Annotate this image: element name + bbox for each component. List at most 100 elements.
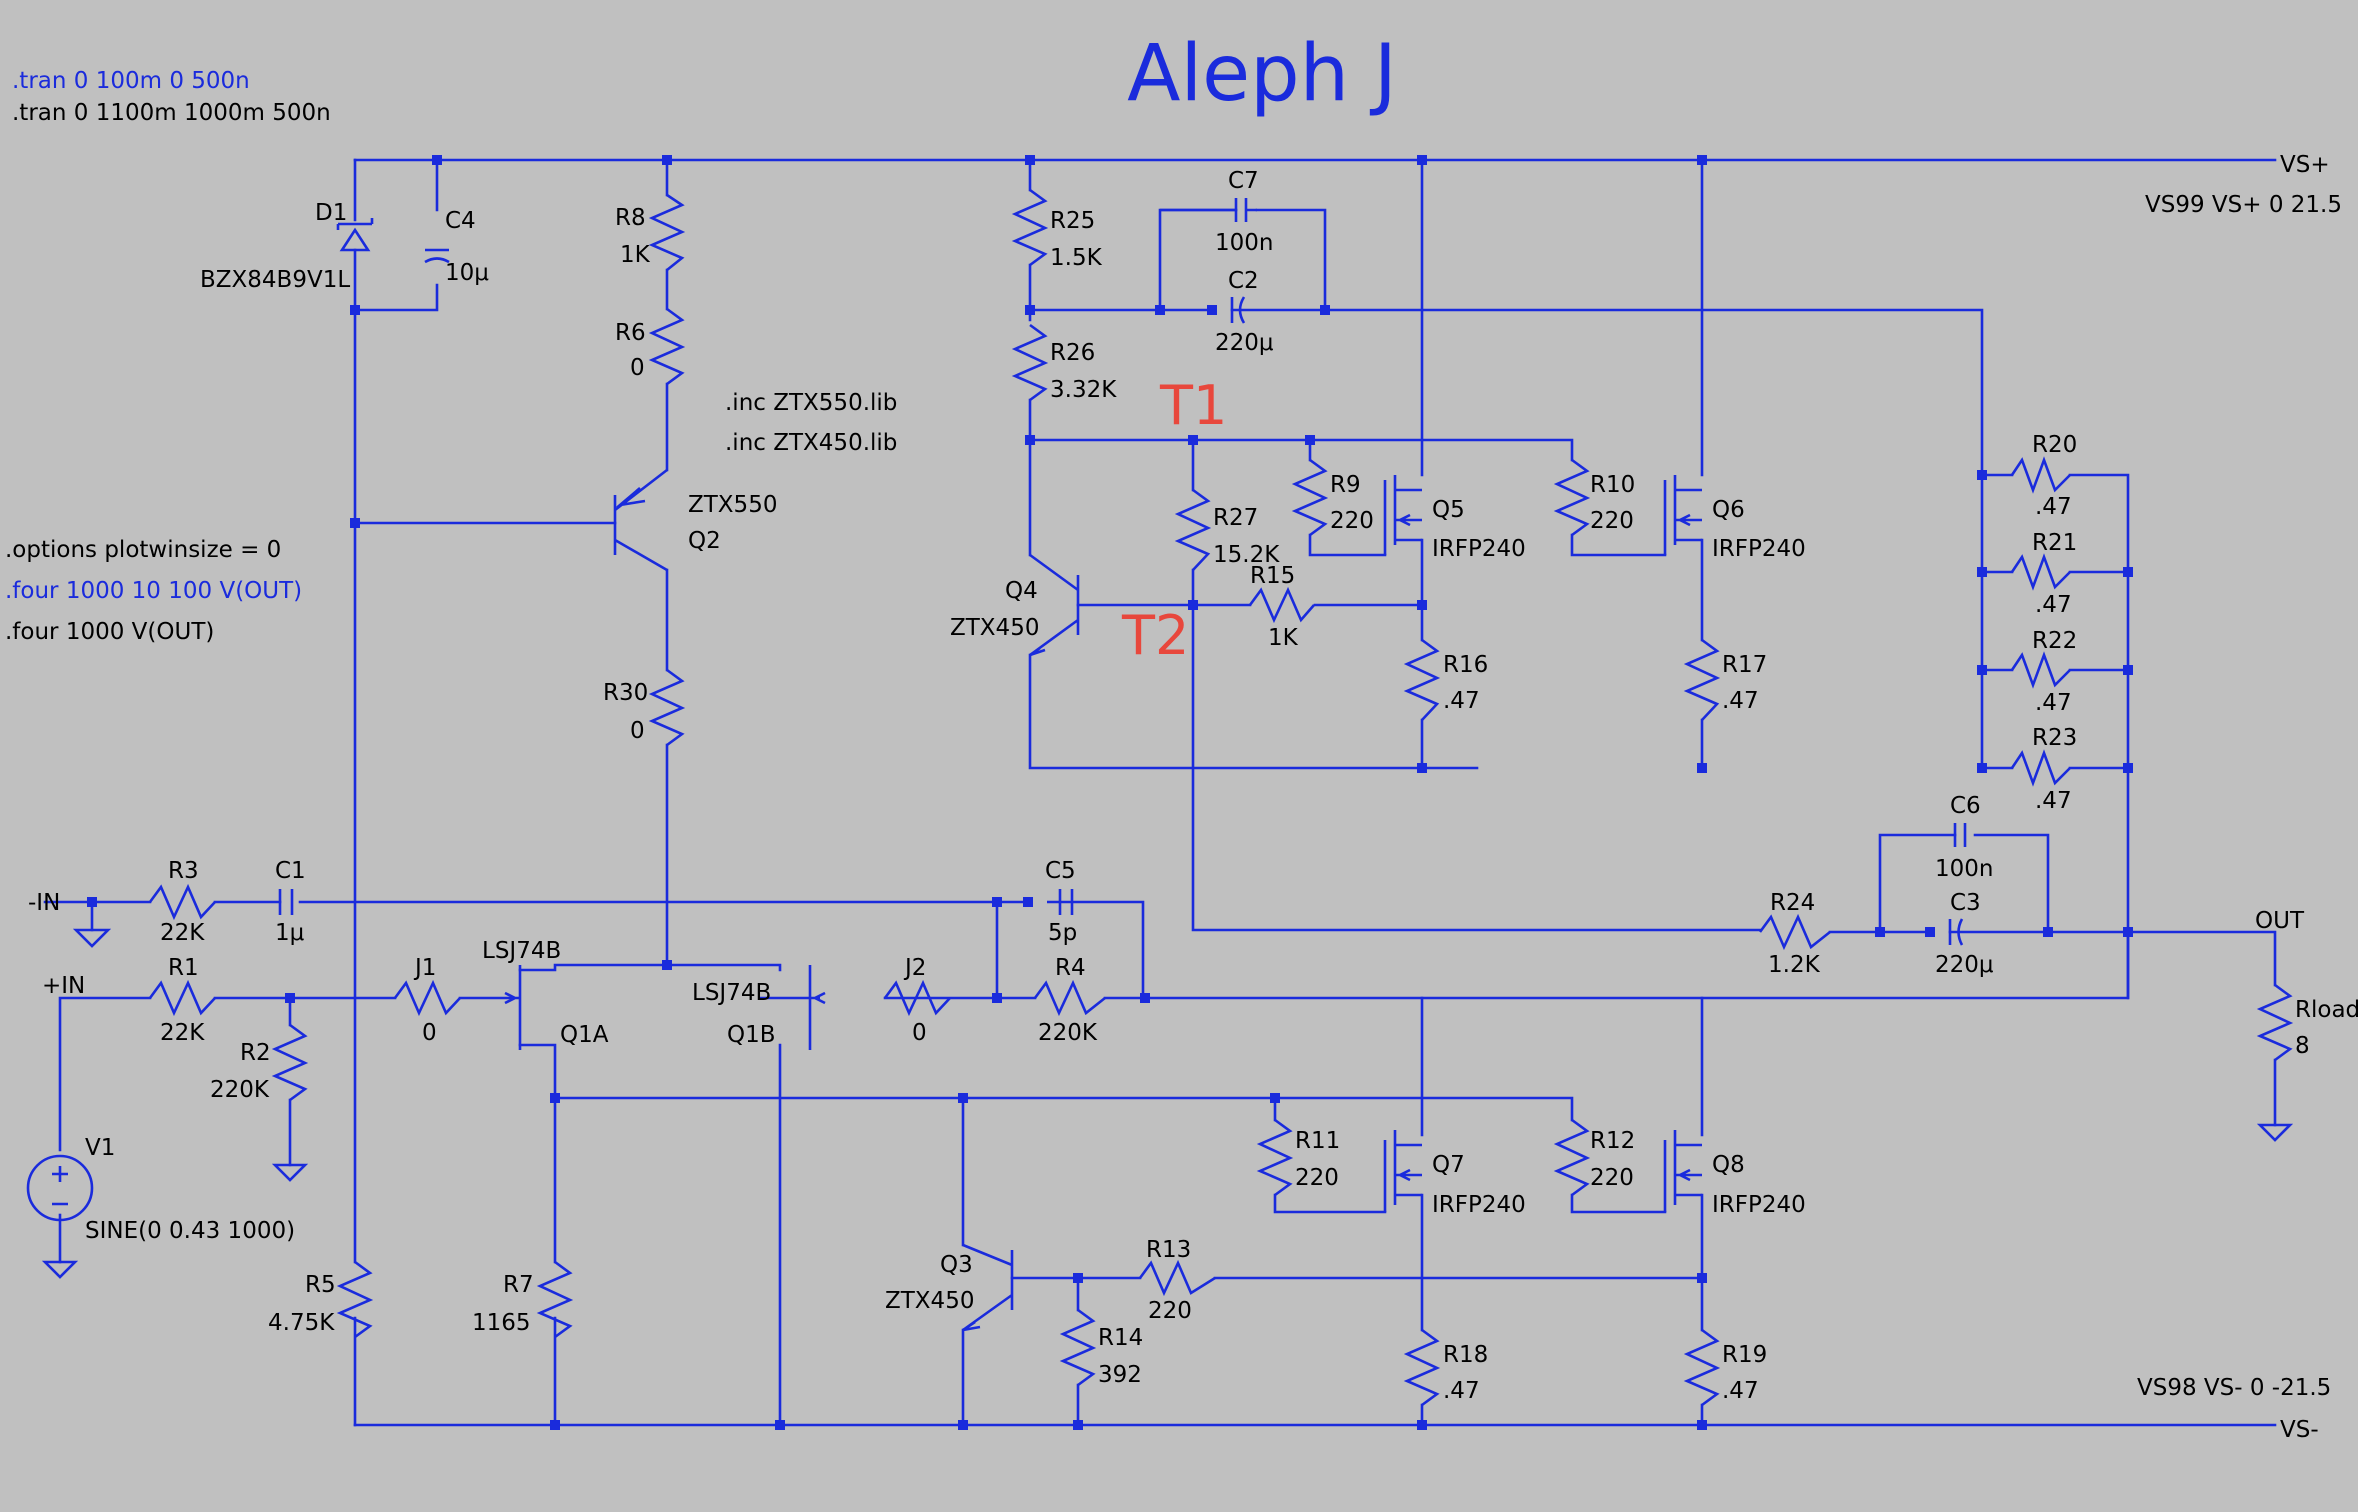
label-r12-ref: R12	[1590, 1128, 1635, 1154]
label-r14-value: 392	[1098, 1362, 1142, 1388]
capacitor-c1	[278, 889, 294, 915]
junction-dot	[662, 960, 672, 970]
label-c4-ref: C4	[445, 208, 476, 234]
label-c7-value: 100n	[1215, 230, 1273, 256]
resistor-rload	[2256, 983, 2294, 1062]
label-q7-ref: Q7	[1432, 1152, 1465, 1178]
junction-dot	[1977, 567, 1987, 577]
junction-dot	[958, 1420, 968, 1430]
label-r3-ref: R3	[168, 858, 199, 884]
label-c6-ref: C6	[1950, 793, 1981, 819]
label-r6-ref: R6	[615, 320, 646, 346]
label-r15-ref: R15	[1250, 563, 1295, 589]
junction-dot	[958, 1093, 968, 1103]
label-c4-value: 10μ	[445, 260, 489, 286]
wires	[43, 158, 2277, 1427]
junction-dot	[550, 1093, 560, 1103]
directive-inc-1: .inc ZTX550.lib	[725, 390, 897, 416]
resistor-r25	[1011, 188, 1049, 267]
resistor-r20	[2010, 456, 2071, 494]
resistor-r21	[2010, 553, 2071, 591]
page-title: Aleph J	[1127, 29, 1397, 119]
junction-dot	[775, 1420, 785, 1430]
label-r25-value: 1.5K	[1050, 245, 1103, 271]
directive-tran-1: .tran 0 100m 0 500n	[12, 68, 250, 94]
transistor-symbols	[504, 468, 1702, 1332]
resistor-r4	[1033, 979, 1106, 1017]
label-r10-value: 220	[1590, 508, 1634, 534]
label-r16-value: .47	[1443, 688, 1480, 714]
wire-segment	[58, 996, 397, 1167]
label-r27-ref: R27	[1213, 505, 1258, 531]
wire-segment	[353, 158, 439, 312]
label-r22-value: .47	[2035, 690, 2072, 716]
junction-dot	[1320, 305, 1330, 315]
label-q2-ref: Q2	[688, 528, 721, 554]
junction-dot	[1025, 435, 1035, 445]
mosfet-q7	[1383, 1130, 1422, 1212]
resistor-r19	[1683, 1328, 1721, 1407]
label-r1-value: 22K	[160, 1020, 205, 1046]
capacitor-c3	[1948, 918, 1964, 946]
label-c3-ref: C3	[1950, 890, 1981, 916]
junction-dot	[2123, 763, 2133, 773]
junction-dot	[1025, 155, 1035, 165]
wire-segment	[1828, 930, 2277, 1127]
junction-dot	[1417, 763, 1427, 773]
test-point-t2: T2	[1121, 604, 1189, 667]
resistor-r1	[148, 979, 216, 1017]
resistor-r3	[148, 883, 216, 921]
directive-four-2: .four 1000 V(OUT)	[5, 619, 214, 645]
label-c6-value: 100n	[1935, 856, 1993, 882]
wire-segment	[1028, 208, 1984, 770]
label-r17-value: .47	[1722, 688, 1759, 714]
label-r26-ref: R26	[1050, 340, 1095, 366]
resistor-r6	[648, 307, 686, 386]
test-point-t1: T1	[1159, 374, 1227, 437]
label-q1b-ref: Q1B	[727, 1022, 776, 1048]
wire-segment	[1143, 930, 2130, 1000]
label-c2-ref: C2	[1228, 268, 1259, 294]
capacitor-symbols	[278, 198, 1967, 946]
resistor-r24	[1758, 913, 1831, 951]
resistor-r5	[336, 1260, 374, 1339]
junction-dot	[1697, 155, 1707, 165]
label-q4-value: ZTX450	[950, 615, 1039, 641]
label-r24-ref: R24	[1770, 890, 1815, 916]
transistor-q3	[962, 1243, 1014, 1332]
net-label-in-plus: +IN	[42, 973, 85, 999]
junction-dot	[1977, 470, 1987, 480]
label-q1a-ref: Q1A	[560, 1022, 609, 1048]
resistor-r18	[1403, 1328, 1441, 1407]
label-r9-value: 220	[1330, 508, 1374, 534]
label-v1-ref: V1	[85, 1135, 115, 1161]
mosfet-q5	[1383, 475, 1422, 555]
label-r17-ref: R17	[1722, 652, 1767, 678]
junction-dot	[1417, 155, 1427, 165]
label-c7-ref: C7	[1228, 168, 1259, 194]
label-c3-value: 220μ	[1935, 952, 1994, 978]
junction-dot	[550, 1420, 560, 1430]
wire-segment	[1878, 833, 2050, 934]
directive-options: .options plotwinsize = 0	[5, 537, 281, 563]
voltage-source-v1	[26, 1154, 94, 1222]
label-r23-ref: R23	[2032, 725, 2077, 751]
wire-segment	[518, 1043, 557, 1427]
label-q6-ref: Q6	[1712, 497, 1745, 523]
mosfet-q8	[1663, 1130, 1702, 1212]
component-labels: D1 BZX84B9V1L C4 10μ R8 1K R6 0 ZTX550 Q…	[85, 168, 2358, 1404]
label-c1-ref: C1	[275, 858, 306, 884]
label-r5-ref: R5	[305, 1272, 336, 1298]
label-r4-ref: R4	[1055, 955, 1086, 981]
wire-segment	[1028, 438, 1667, 557]
transistor-q4	[1029, 553, 1080, 657]
junction-dot	[1305, 435, 1315, 445]
label-r20-value: .47	[2035, 494, 2072, 520]
label-r16-ref: R16	[1443, 652, 1488, 678]
label-q5-ref: Q5	[1432, 497, 1465, 523]
junction-dot	[1875, 927, 1885, 937]
junction-dot	[2123, 665, 2133, 675]
label-rload-value: 8	[2295, 1033, 2310, 1059]
label-r11-value: 220	[1295, 1165, 1339, 1191]
